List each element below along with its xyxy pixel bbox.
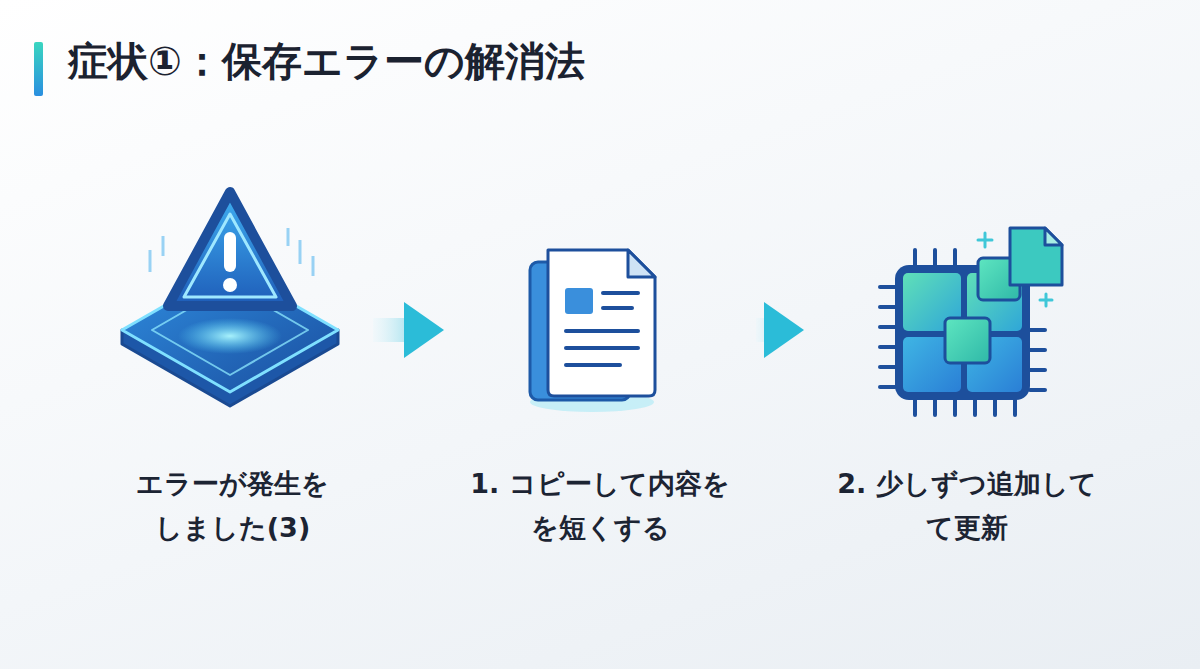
step-caption: 2. 少しずつ追加して て更新 [822, 462, 1112, 550]
document-icon [530, 250, 655, 412]
title-accent-bar [34, 42, 43, 96]
step-node: 2. 少しずつ追加して て更新 [822, 180, 1112, 550]
step-node: 1. コピーして内容を を短くする [462, 180, 738, 550]
step-caption: エラーが発生を しました(3) [110, 462, 355, 550]
chip-icon [880, 228, 1062, 415]
step-node: エラーが発生を しました(3) [110, 180, 355, 550]
flow-arrow [373, 318, 404, 342]
step-caption: 1. コピーして内容を を短くする [462, 462, 738, 550]
flow-arrow [756, 318, 764, 342]
diagram-title: 症状①：保存エラーの解消法 [68, 34, 585, 89]
warning-icon [122, 192, 338, 406]
